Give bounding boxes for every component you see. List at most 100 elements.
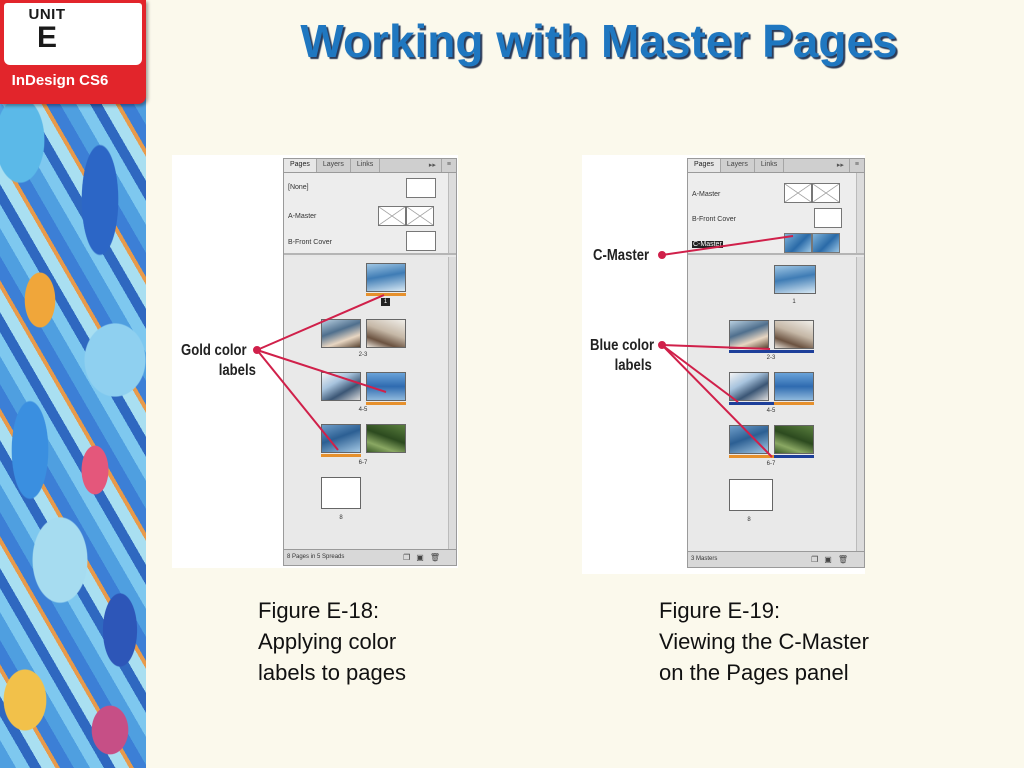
pages-scrollbar[interactable] bbox=[856, 257, 864, 551]
master-item-c-master[interactable]: C-Master bbox=[692, 241, 723, 248]
master-item-b-front-cover[interactable]: B-Front Cover bbox=[288, 239, 332, 246]
page-thumb-8[interactable] bbox=[729, 479, 773, 511]
master-item-b-front-cover[interactable]: B-Front Cover bbox=[692, 216, 736, 223]
panel-menu-icon[interactable]: ≡ bbox=[848, 159, 864, 172]
product-name: InDesign CS6 bbox=[11, 72, 109, 89]
master-thumb-b[interactable] bbox=[814, 208, 842, 228]
page-number-badge: 1 bbox=[381, 298, 390, 306]
master-thumb-none[interactable] bbox=[406, 178, 436, 198]
caption-figure-e18: Figure E-18: Applying color labels to pa… bbox=[258, 595, 406, 688]
color-label-bar bbox=[774, 455, 814, 458]
tab-layers[interactable]: Layers bbox=[317, 159, 351, 172]
spread-label: 6-7 bbox=[358, 460, 368, 466]
spread-label: 4-5 bbox=[358, 407, 368, 413]
page-thumb-1[interactable] bbox=[774, 265, 816, 294]
pages-panel: Pages Layers Links ▸▸ ≡ [None] A-Master … bbox=[283, 158, 457, 566]
callout-blue-labels: Blue color labels bbox=[590, 336, 654, 376]
pages-panel: Pages Layers Links ▸▸ ≡ A-Master B-Front… bbox=[687, 158, 865, 568]
masters-section: A-Master B-Front Cover C-Master bbox=[688, 173, 864, 255]
color-label-bar bbox=[729, 350, 814, 353]
panel-tabbar: Pages Layers Links ▸▸ ≡ bbox=[688, 159, 864, 173]
collapse-panel-button[interactable]: ▸▸ bbox=[836, 162, 844, 169]
caption-line: Figure E-18: bbox=[258, 598, 380, 623]
pages-scrollbar[interactable] bbox=[448, 257, 456, 549]
page-thumb-7[interactable] bbox=[774, 425, 814, 454]
caption-line: labels to pages bbox=[258, 660, 406, 685]
pages-section: 1 2-3 4-5 6-7 8 bbox=[688, 257, 864, 551]
slide-title: Working with Master Pages bbox=[300, 15, 898, 67]
master-thumb-a-left[interactable] bbox=[378, 206, 406, 226]
page-thumb-8[interactable] bbox=[321, 477, 361, 509]
tab-pages[interactable]: Pages bbox=[284, 159, 317, 172]
panel-menu-icon[interactable]: ≡ bbox=[440, 159, 456, 172]
page-thumb-4[interactable] bbox=[729, 372, 769, 401]
trash-icon[interactable]: 🗑 bbox=[429, 553, 446, 562]
masters-scrollbar[interactable] bbox=[856, 173, 864, 253]
page-thumb-3[interactable] bbox=[774, 320, 814, 349]
tab-links[interactable]: Links bbox=[755, 159, 785, 172]
master-item-a-master[interactable]: A-Master bbox=[288, 213, 317, 220]
caption-line: Figure E-19: bbox=[659, 598, 781, 623]
master-thumb-b[interactable] bbox=[406, 231, 436, 251]
page-thumb-4[interactable] bbox=[321, 372, 361, 401]
new-page-icon[interactable]: ❐ bbox=[811, 555, 825, 564]
collapse-panel-button[interactable]: ▸▸ bbox=[428, 162, 436, 169]
panel-tabbar: Pages Layers Links ▸▸ ≡ bbox=[284, 159, 456, 173]
tab-layers[interactable]: Layers bbox=[721, 159, 755, 172]
master-thumb-c-left[interactable] bbox=[784, 233, 812, 253]
tab-pages[interactable]: Pages bbox=[688, 159, 721, 172]
masters-scrollbar[interactable] bbox=[448, 173, 456, 253]
footer-icons: ❐▣🗑 bbox=[811, 555, 854, 564]
page-thumb-1[interactable] bbox=[366, 263, 406, 292]
page-thumb-6[interactable] bbox=[321, 424, 361, 453]
spread-label: 2-3 bbox=[358, 352, 368, 358]
caption-line: Applying color bbox=[258, 629, 397, 654]
master-thumb-a-right[interactable] bbox=[406, 206, 434, 226]
master-item-a-master[interactable]: A-Master bbox=[692, 191, 721, 198]
color-label-bar bbox=[729, 402, 774, 405]
master-thumb-a-right[interactable] bbox=[812, 183, 840, 203]
tab-links[interactable]: Links bbox=[351, 159, 381, 172]
pages-section: 1 2-3 4-5 6-7 8 bbox=[284, 257, 456, 549]
new-page-icon[interactable]: ❐ bbox=[403, 553, 417, 562]
page-thumb-6[interactable] bbox=[729, 425, 769, 454]
footer-icons: ❐▣🗑 bbox=[403, 553, 446, 562]
callout-line: Gold color bbox=[181, 342, 247, 359]
panel-footer: 3 Masters ❐▣🗑 bbox=[688, 551, 864, 567]
page-thumb-7[interactable] bbox=[366, 424, 406, 453]
page-thumb-5[interactable] bbox=[366, 372, 406, 401]
master-item-none[interactable]: [None] bbox=[288, 184, 309, 191]
spread-label: 4-5 bbox=[766, 408, 776, 414]
unit-letter: E bbox=[36, 21, 57, 54]
spread-label: 2-3 bbox=[766, 355, 776, 361]
color-label-bar bbox=[729, 455, 774, 458]
masters-section: [None] A-Master B-Front Cover bbox=[284, 173, 456, 255]
decorative-art-strip bbox=[0, 0, 146, 768]
callout-line: Blue color bbox=[590, 337, 655, 354]
spread-label: 1 bbox=[792, 299, 796, 305]
color-label-bar bbox=[366, 402, 406, 405]
callout-c-master: C-Master bbox=[593, 247, 650, 264]
color-label-bar bbox=[774, 402, 814, 405]
page-thumb-3[interactable] bbox=[366, 319, 406, 348]
callout-line: labels bbox=[614, 357, 652, 374]
caption-figure-e19: Figure E-19: Viewing the C-Master on the… bbox=[659, 595, 869, 688]
page-thumb-2[interactable] bbox=[321, 319, 361, 348]
color-label-bar bbox=[321, 454, 361, 457]
page-thumb-5[interactable] bbox=[774, 372, 814, 401]
master-thumb-c-right[interactable] bbox=[812, 233, 840, 253]
spread-label: 8 bbox=[339, 515, 343, 521]
master-thumb-a-left[interactable] bbox=[784, 183, 812, 203]
callout-gold-labels: Gold color labels bbox=[181, 341, 256, 381]
caption-line: Viewing the C-Master bbox=[659, 629, 869, 654]
caption-line: on the Pages panel bbox=[659, 660, 849, 685]
unit-badge: UNIT E InDesign CS6 bbox=[0, 0, 146, 104]
unit-box: UNIT E bbox=[4, 3, 142, 65]
unit-word: UNIT bbox=[28, 6, 66, 23]
page-thumb-2[interactable] bbox=[729, 320, 769, 349]
new-master-icon[interactable]: ▣ bbox=[416, 553, 430, 562]
trash-icon[interactable]: 🗑 bbox=[837, 555, 854, 564]
color-label-bar bbox=[366, 293, 406, 296]
new-master-icon[interactable]: ▣ bbox=[824, 555, 838, 564]
